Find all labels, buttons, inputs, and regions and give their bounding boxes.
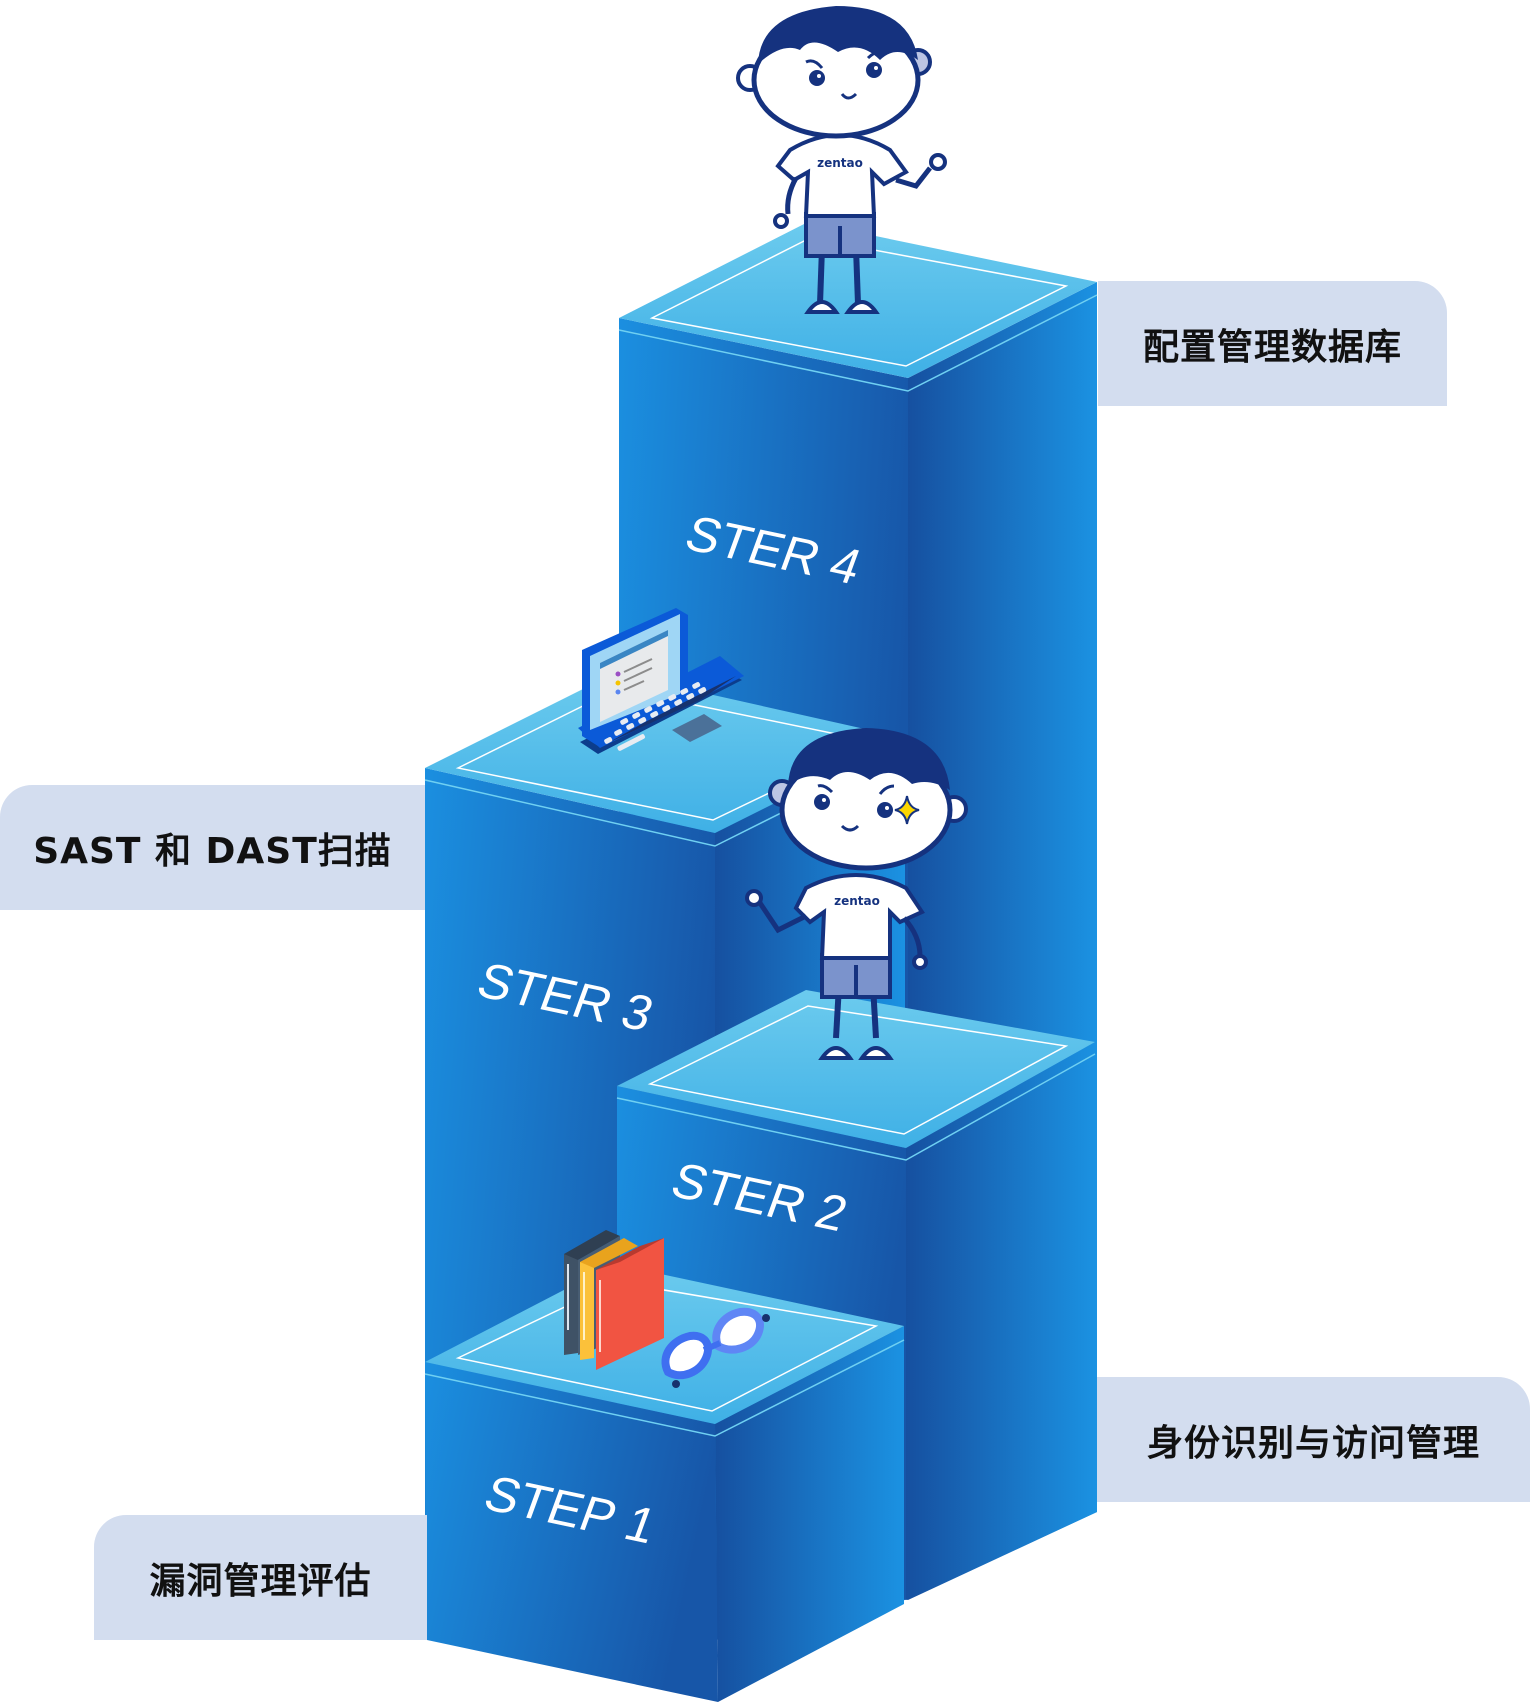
block-1-top-face (425, 1264, 904, 1424)
books-icon (564, 1230, 664, 1370)
block-2-top-border (647, 1005, 1069, 1135)
block-2-top-face (617, 990, 1095, 1148)
block-1-front-face (425, 1362, 718, 1702)
block-2-right-face (906, 1042, 1097, 1600)
block-4-top-border (649, 237, 1069, 367)
label-step-3: SAST 和 DAST扫描 (0, 785, 425, 910)
block-2-edge-line (616, 1053, 1096, 1161)
block-1-right-face (715, 1326, 904, 1702)
sparkle-icon (894, 795, 920, 825)
glasses-icon (661, 1307, 770, 1388)
label-step-2-text: 身份识别与访问管理 (1146, 1422, 1480, 1464)
label-step-1-text: 漏洞管理评估 (149, 1560, 372, 1602)
block-1-edge-line (424, 1339, 905, 1437)
block-step-1: STEP 1 (424, 1264, 905, 1702)
label-step-2: 身份识别与访问管理 (1097, 1377, 1530, 1502)
label-step-3-text: SAST 和 DAST扫描 (33, 830, 392, 872)
label-step-1: 漏洞管理评估 (94, 1515, 427, 1640)
label-step-4-text: 配置管理数据库 (1142, 326, 1402, 368)
laptop-icon (578, 608, 744, 754)
shirt-text-middle: zentao (834, 894, 880, 908)
character-top: zentao (736, 6, 947, 314)
label-step-4: 配置管理数据库 (1098, 281, 1447, 406)
block-4-edge-line (618, 294, 1098, 392)
character-middle: zentao (745, 728, 968, 1060)
shirt-text-top: zentao (817, 156, 863, 170)
